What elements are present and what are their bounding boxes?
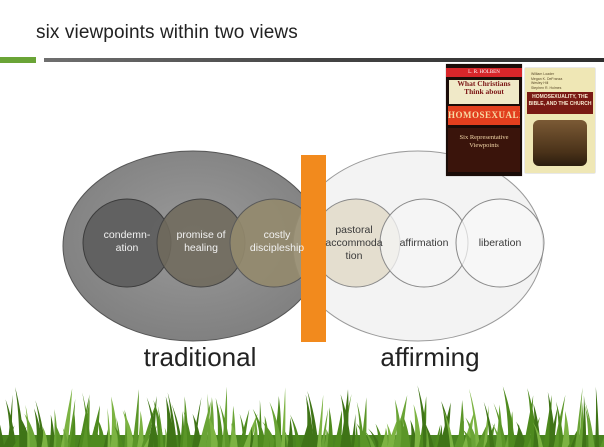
circle-liberation	[455, 198, 545, 288]
book1-subject: HOMOSEXUALITY	[448, 106, 520, 125]
viewpoint-liberation-label: liberation	[478, 237, 522, 249]
viewpoint-costly-discipleship-label: costly discipleship	[249, 229, 305, 254]
book1-title: What Christians Think about	[449, 80, 519, 104]
book1-subtitle: Six Representative Viewpoints	[459, 134, 509, 149]
accent-bar	[0, 57, 36, 63]
title-divider	[44, 58, 604, 62]
book2-authors: William Loader Megan K. DeFranza Wesley …	[531, 72, 563, 90]
book1-band	[448, 128, 520, 172]
divider-bar	[301, 155, 326, 342]
viewpoint-condemnation-label: condemn- ation	[103, 229, 151, 254]
viewpoint-promise-of-healing-label: promise of healing	[176, 229, 226, 254]
book2-title: HOMOSEXUALITY, THE BIBLE, AND THE CHURCH	[527, 92, 593, 114]
affirming-label: affirming	[380, 342, 480, 372]
slide-title: six viewpoints within two views	[36, 22, 298, 43]
title-rule	[0, 57, 604, 63]
viewpoint-pastoral-accommodation-label: pastoral accommoda tion	[325, 224, 383, 262]
book2-photo	[533, 120, 587, 166]
grass-decoration	[0, 385, 604, 447]
book-cover-what-christians-think: L. R. HOLBEN What Christians Think about…	[446, 64, 522, 176]
viewpoint-affirmation-label: affirmation	[399, 237, 449, 249]
traditional-label: traditional	[143, 342, 257, 372]
book1-author: L. R. HOLBEN	[446, 68, 522, 77]
book-cover-homosexuality-bible-church: William Loader Megan K. DeFranza Wesley …	[525, 68, 595, 173]
